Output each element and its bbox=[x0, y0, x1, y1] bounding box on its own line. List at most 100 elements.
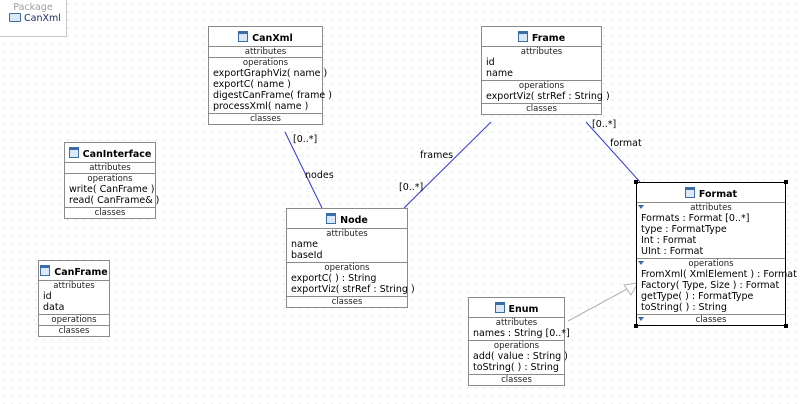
operations-header: operations bbox=[469, 340, 564, 351]
class-canframe[interactable]: CanFrame attributes id data operations c… bbox=[38, 260, 110, 337]
attributes-header: attributes bbox=[89, 163, 131, 173]
attribute: name bbox=[291, 239, 318, 250]
class-icon bbox=[40, 265, 51, 276]
attribute: data bbox=[43, 302, 65, 313]
operation: exportGraphViz( name ) bbox=[213, 68, 328, 79]
attributes-header: attributes bbox=[690, 203, 732, 213]
attribute: type : FormatType bbox=[641, 224, 727, 235]
multiplicity-label: [0..*] bbox=[293, 134, 318, 145]
operations-header: operations bbox=[65, 173, 155, 184]
selection-handle[interactable] bbox=[784, 324, 788, 328]
operation: exportViz( strRef : String ) bbox=[486, 91, 610, 102]
class-title: CanXml bbox=[209, 27, 322, 47]
operation: add( value : String ) bbox=[473, 351, 568, 362]
operations-list: FromXml( XmlElement ) : Format Factory( … bbox=[637, 269, 797, 314]
selection-handle[interactable] bbox=[784, 180, 788, 184]
operations-list: exportViz( strRef : String ) bbox=[482, 91, 610, 103]
attribute: Int : Format bbox=[641, 235, 697, 246]
operation: toString( ) : String bbox=[473, 362, 559, 373]
operation: exportC( ) : String bbox=[291, 273, 377, 284]
class-title: CanFrame bbox=[39, 261, 109, 281]
association-frame-node[interactable] bbox=[403, 121, 492, 209]
attributes-list: names : String [0..*] bbox=[469, 328, 570, 340]
class-title: Enum bbox=[469, 298, 564, 318]
class-title: Format bbox=[637, 183, 785, 203]
class-canxml[interactable]: CanXml attributes operations exportGraph… bbox=[208, 26, 332, 125]
attributes-header: attributes bbox=[326, 229, 368, 239]
classes-header: classes bbox=[65, 207, 155, 218]
operations-header: operations bbox=[39, 314, 109, 325]
collapse-triangle-icon[interactable] bbox=[638, 317, 644, 321]
operation: exportViz( strRef : String ) bbox=[291, 284, 415, 295]
class-enum[interactable]: Enum attributes names : String [0..*] op… bbox=[468, 297, 570, 386]
operations-header: operations bbox=[287, 262, 407, 273]
classes-section: classes bbox=[637, 314, 785, 325]
attribute: id bbox=[486, 57, 495, 68]
operation: processXml( name ) bbox=[213, 101, 309, 112]
class-node[interactable]: Node attributes name baseId operations e… bbox=[286, 208, 415, 308]
attributes-section: attributes bbox=[637, 203, 785, 213]
attributes-header: attributes bbox=[244, 47, 287, 57]
association-canxml-node[interactable] bbox=[284, 131, 323, 209]
selection-handle[interactable] bbox=[634, 324, 638, 328]
operations-header: operations bbox=[209, 57, 322, 68]
classes-header: classes bbox=[287, 296, 407, 307]
operation: toString( ) : String bbox=[641, 302, 727, 313]
operation: getType( ) : FormatType bbox=[641, 291, 754, 302]
class-icon bbox=[494, 302, 505, 313]
package-panel: Package CanXml bbox=[0, 0, 67, 37]
class-caninterface[interactable]: CanInterface attributes operations write… bbox=[64, 142, 160, 219]
multiplicity-label: [0..*] bbox=[399, 182, 424, 193]
collapse-triangle-icon[interactable] bbox=[638, 205, 644, 209]
class-title: CanInterface bbox=[65, 143, 155, 163]
multiplicity-label: [0..*] bbox=[592, 119, 617, 130]
classes-header: classes bbox=[482, 103, 601, 114]
class-icon bbox=[326, 213, 337, 224]
attribute: names : String [0..*] bbox=[473, 328, 570, 339]
selection-handle[interactable] bbox=[634, 180, 638, 184]
classes-header: classes bbox=[469, 374, 564, 385]
attributes-header: attributes bbox=[53, 281, 95, 291]
generalization-enum-format[interactable] bbox=[567, 287, 630, 322]
operation: FromXml( XmlElement ) : Format bbox=[641, 269, 797, 280]
operations-list: add( value : String ) toString( ) : Stri… bbox=[469, 351, 568, 374]
operations-list: write( CanFrame ) read( CanFrame& ) bbox=[65, 184, 160, 207]
operations-list: exportC( ) : String exportViz( strRef : … bbox=[287, 273, 415, 296]
classes-header: classes bbox=[39, 325, 109, 336]
collapse-triangle-icon[interactable] bbox=[638, 261, 644, 265]
package-title: Package bbox=[13, 2, 53, 13]
package-item-label: CanXml bbox=[24, 13, 61, 24]
package-item-canxml[interactable]: CanXml bbox=[9, 13, 61, 24]
operation: read( CanFrame& ) bbox=[69, 195, 160, 206]
attribute: name bbox=[486, 68, 513, 79]
attribute: Formats : Format [0..*] bbox=[641, 213, 750, 224]
operation: write( CanFrame ) bbox=[69, 184, 155, 195]
attributes-list: id data bbox=[39, 291, 109, 314]
association-frame-format[interactable] bbox=[585, 121, 641, 183]
operation: Factory( Type, Size ) : Format bbox=[641, 280, 780, 291]
class-title: Frame bbox=[482, 27, 601, 47]
attribute: UInt : Format bbox=[641, 246, 704, 257]
attributes-list: id name bbox=[482, 57, 601, 80]
operation: exportC( name ) bbox=[213, 79, 291, 90]
attributes-list: Formats : Format [0..*] type : FormatTyp… bbox=[637, 213, 785, 258]
operation: digestCanFrame( frame ) bbox=[213, 90, 332, 101]
folder-icon bbox=[9, 13, 21, 22]
attribute: id bbox=[43, 291, 52, 302]
operations-header: operations bbox=[482, 80, 601, 91]
attributes-list: name baseId bbox=[287, 239, 407, 262]
attributes-header: attributes bbox=[495, 318, 538, 328]
classes-header: classes bbox=[695, 315, 727, 325]
operations-section: operations bbox=[637, 258, 785, 269]
classes-header: classes bbox=[209, 113, 322, 124]
operations-header: operations bbox=[688, 259, 734, 269]
attributes-header: attributes bbox=[520, 47, 563, 57]
role-label-format: format bbox=[610, 138, 642, 149]
class-icon bbox=[684, 187, 695, 198]
class-icon bbox=[68, 147, 79, 158]
role-label-frames: frames bbox=[420, 150, 454, 161]
class-frame[interactable]: Frame attributes id name operations expo… bbox=[481, 26, 610, 115]
role-label-nodes: nodes bbox=[305, 170, 334, 181]
class-format[interactable]: Format attributes Formats : Format [0..*… bbox=[634, 180, 797, 328]
